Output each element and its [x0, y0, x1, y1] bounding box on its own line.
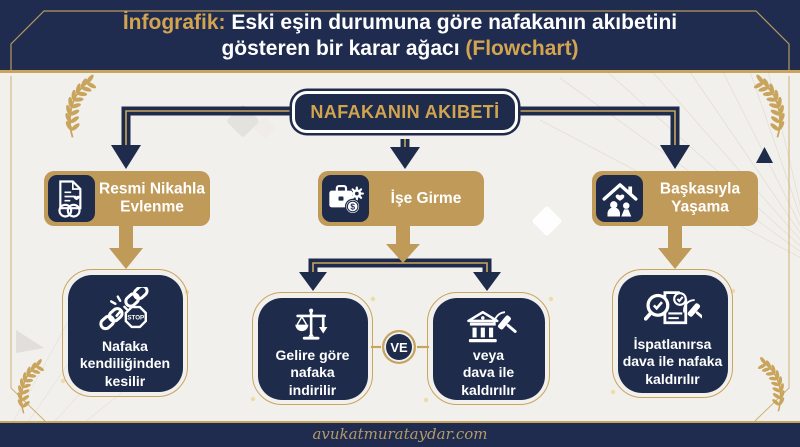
title-text-1: Eski eşin durumuna göre nafakanın akıbet…	[231, 11, 678, 34]
svg-text:$: $	[350, 201, 355, 211]
title-line-2: gösteren bir karar ağacı (Flowchart)	[0, 36, 800, 62]
diamond-decoration	[532, 206, 562, 236]
branch-resmi-nikahla-evlenme: Resmi Nikahla Evlenme	[44, 171, 210, 226]
outcome-label: veya dava ile kaldırılır	[461, 346, 516, 398]
laurel-bottom-left	[15, 357, 46, 415]
banner-frame	[10, 10, 790, 73]
title-prefix: İnfografik:	[122, 11, 226, 34]
diamond-decoration	[227, 105, 259, 137]
root-node-label: NAFAKANIN AKIBETİ	[310, 101, 500, 122]
outcome-label: Nafaka kendiliğinden kesilir	[79, 337, 171, 389]
courthouse-gavel-icon	[466, 310, 517, 342]
stop-sign-label: STOP	[127, 314, 144, 321]
branch-ise-girme: $ İşe Girme	[318, 171, 484, 226]
title-text-2: gösteren bir karar ağacı	[221, 37, 460, 61]
marriage-document-rings-icon	[48, 175, 95, 222]
gray-wedge-decoration	[16, 330, 44, 353]
branch-label: İşe Girme	[390, 189, 462, 207]
branch-label: Başkasıyla Yaşama	[659, 180, 741, 216]
footer-bar: avukatmurataydar.com	[0, 421, 800, 447]
branch-baskasiyla-yasama: Başkasıyla Yaşama	[592, 171, 758, 226]
outcome-label: İspatlanırsa dava ile nafaka kaldırılır	[622, 335, 723, 387]
evidence-gavel-icon	[643, 290, 702, 324]
outcome-dava-ile-kaldirilir: veya dava ile kaldırılır	[427, 292, 550, 405]
laurel-bottom-right	[756, 355, 787, 413]
outcome-ispatlanirsa-kaldirilir: İspatlanırsa dava ile nafaka kaldırılır	[612, 269, 733, 398]
title-line-1: İnfografik: Eski eşin durumuna göre nafa…	[0, 10, 800, 36]
root-node: NAFAKANIN AKIBETİ	[292, 91, 518, 133]
ve-badge-label: VE	[390, 339, 408, 355]
branch-label: Resmi Nikahla Evlenme	[99, 180, 205, 216]
triangle-decoration	[756, 147, 773, 163]
outcome-label: Gelire göre nafaka indirilir	[275, 346, 350, 398]
outcome-nafaka-kesilir: STOP Nafaka kendiliğinden kesilir	[62, 269, 188, 397]
laurel-top-right	[752, 72, 787, 139]
broken-chain-stop-icon: STOP	[99, 286, 149, 330]
briefcase-gear-money-icon: $	[322, 175, 369, 222]
diamond-decoration	[254, 117, 276, 139]
title-suffix: (Flowchart)	[465, 37, 579, 61]
title-banner: İnfografik: Eski eşin durumuna göre nafa…	[0, 0, 800, 73]
website-watermark: avukatmurataydar.com	[312, 425, 488, 443]
ve-connector-badge: VE	[382, 330, 416, 364]
scales-reduce-icon	[294, 308, 327, 340]
house-couple-icon	[596, 175, 643, 222]
outcome-nafaka-indirilir: Gelire göre nafaka indirilir	[252, 292, 373, 405]
laurel-top-left	[63, 72, 98, 139]
